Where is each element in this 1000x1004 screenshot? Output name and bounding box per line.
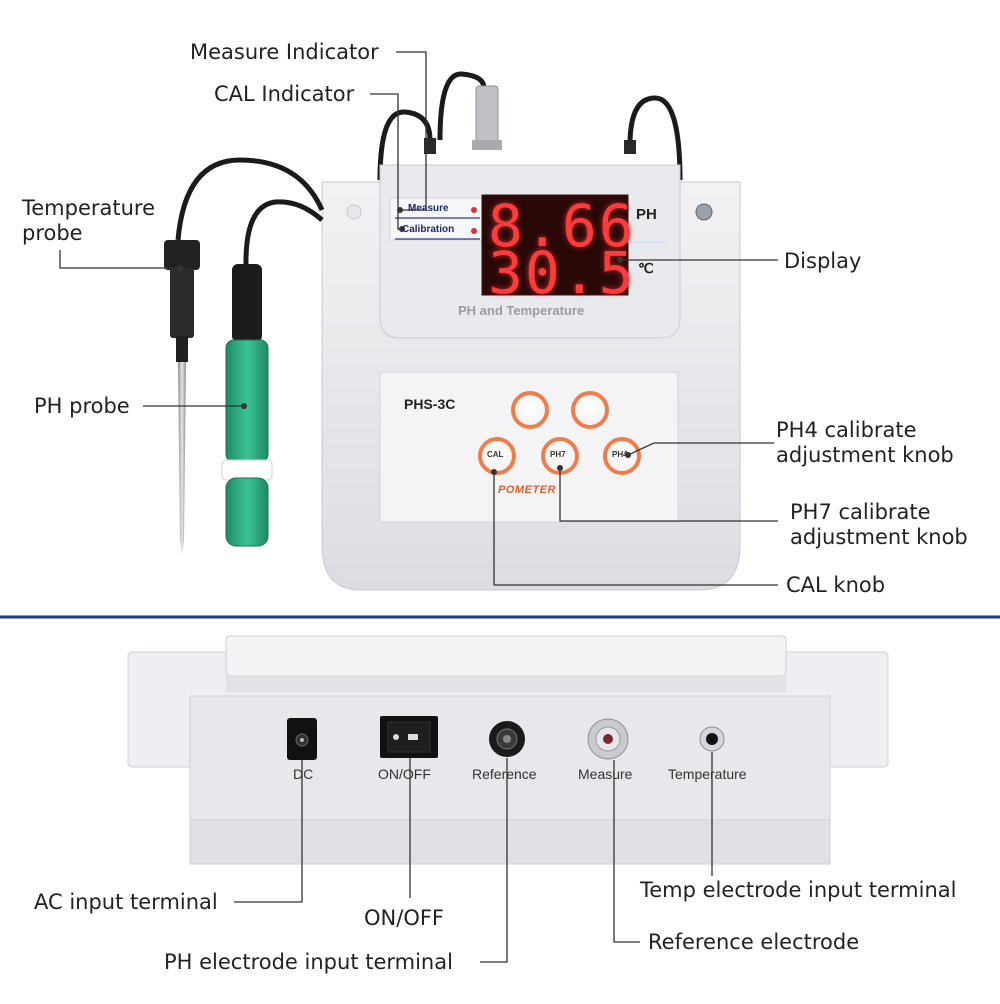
leader-measure [396, 51, 427, 211]
power-led-icon [695, 203, 713, 221]
callout-temp-electrode-input: Temp electrode input terminal [640, 878, 957, 902]
temperature-probe-illustration [164, 157, 325, 555]
leader-ac-input [234, 760, 303, 903]
cable-mid [437, 71, 487, 141]
callout-display: Display [784, 249, 862, 273]
back-dc-label: DC [293, 766, 314, 782]
bnc-measure-terminal-icon [587, 718, 629, 760]
ph-reading: 8.66 [488, 192, 636, 260]
blank-button-2-icon [571, 391, 609, 429]
connector-left [424, 138, 436, 154]
cable-right [627, 95, 683, 181]
callout-ph7-knob: PH7 calibrate adjustment knob [790, 500, 968, 549]
callout-ac-input: AC input terminal [34, 890, 218, 914]
leader-dots [177, 207, 631, 475]
dc-jack-icon [287, 718, 317, 760]
measure-led-icon [471, 207, 477, 213]
led-display [481, 194, 629, 296]
callout-on-off: ON/OFF [364, 906, 445, 930]
back-on-off-label: ON/OFF [378, 766, 431, 782]
calibration-indicator-label: Calibration [402, 224, 455, 235]
brand-logo: POMETER [498, 484, 556, 496]
leader-ph7 [559, 468, 778, 522]
ph7-button-label: PH7 [550, 450, 566, 459]
body-screw-left [346, 204, 362, 220]
callout-cal-indicator: CAL Indicator [214, 82, 355, 106]
cable-left [377, 109, 433, 181]
callout-temperature-probe: Temperature probe [22, 196, 156, 245]
ph-unit-label: PH [636, 206, 657, 223]
ph-probe-illustration [221, 199, 324, 547]
connector-right [624, 140, 636, 154]
cal-button-label: CAL [487, 450, 504, 459]
leader-reference [613, 760, 640, 943]
leader-ph-electrode [480, 758, 508, 963]
leader-cal-knob [493, 472, 778, 586]
callout-ph4-knob: PH4 calibrate adjustment knob [776, 418, 954, 467]
back-lid [225, 635, 787, 677]
callout-ph-probe: PH probe [34, 394, 130, 418]
back-measure-label: Measure [578, 766, 633, 782]
callout-measure-indicator: Measure Indicator [190, 40, 379, 64]
callout-ph-electrode-input: PH electrode input terminal [164, 950, 453, 974]
back-reference-label: Reference [472, 766, 537, 782]
leader-ph4 [627, 442, 774, 456]
back-temperature-label: Temperature [668, 766, 747, 782]
back-panel [189, 695, 831, 827]
ph4-button-label: PH4 [612, 450, 628, 459]
ph4-knob-icon [603, 437, 641, 475]
temperature-unit-label: ℃ [638, 260, 654, 276]
model-label: PHS-3C [404, 396, 456, 412]
temperature-reading: 30.5 [488, 239, 636, 307]
bnc-connector [475, 85, 499, 147]
callout-reference-electrode: Reference electrode [648, 930, 860, 954]
measure-indicator-label: Measure [408, 203, 449, 214]
leader-temp-probe [59, 250, 180, 269]
cal-knob-icon [478, 437, 516, 475]
calibration-led-icon [471, 228, 477, 234]
panel-title: PH and Temperature [458, 303, 585, 318]
callout-cal-knob: CAL knob [786, 573, 886, 597]
reference-terminal-icon [489, 721, 525, 757]
temperature-terminal-icon [699, 726, 725, 752]
blank-button-1-icon [511, 391, 549, 429]
power-switch-icon [380, 716, 438, 758]
